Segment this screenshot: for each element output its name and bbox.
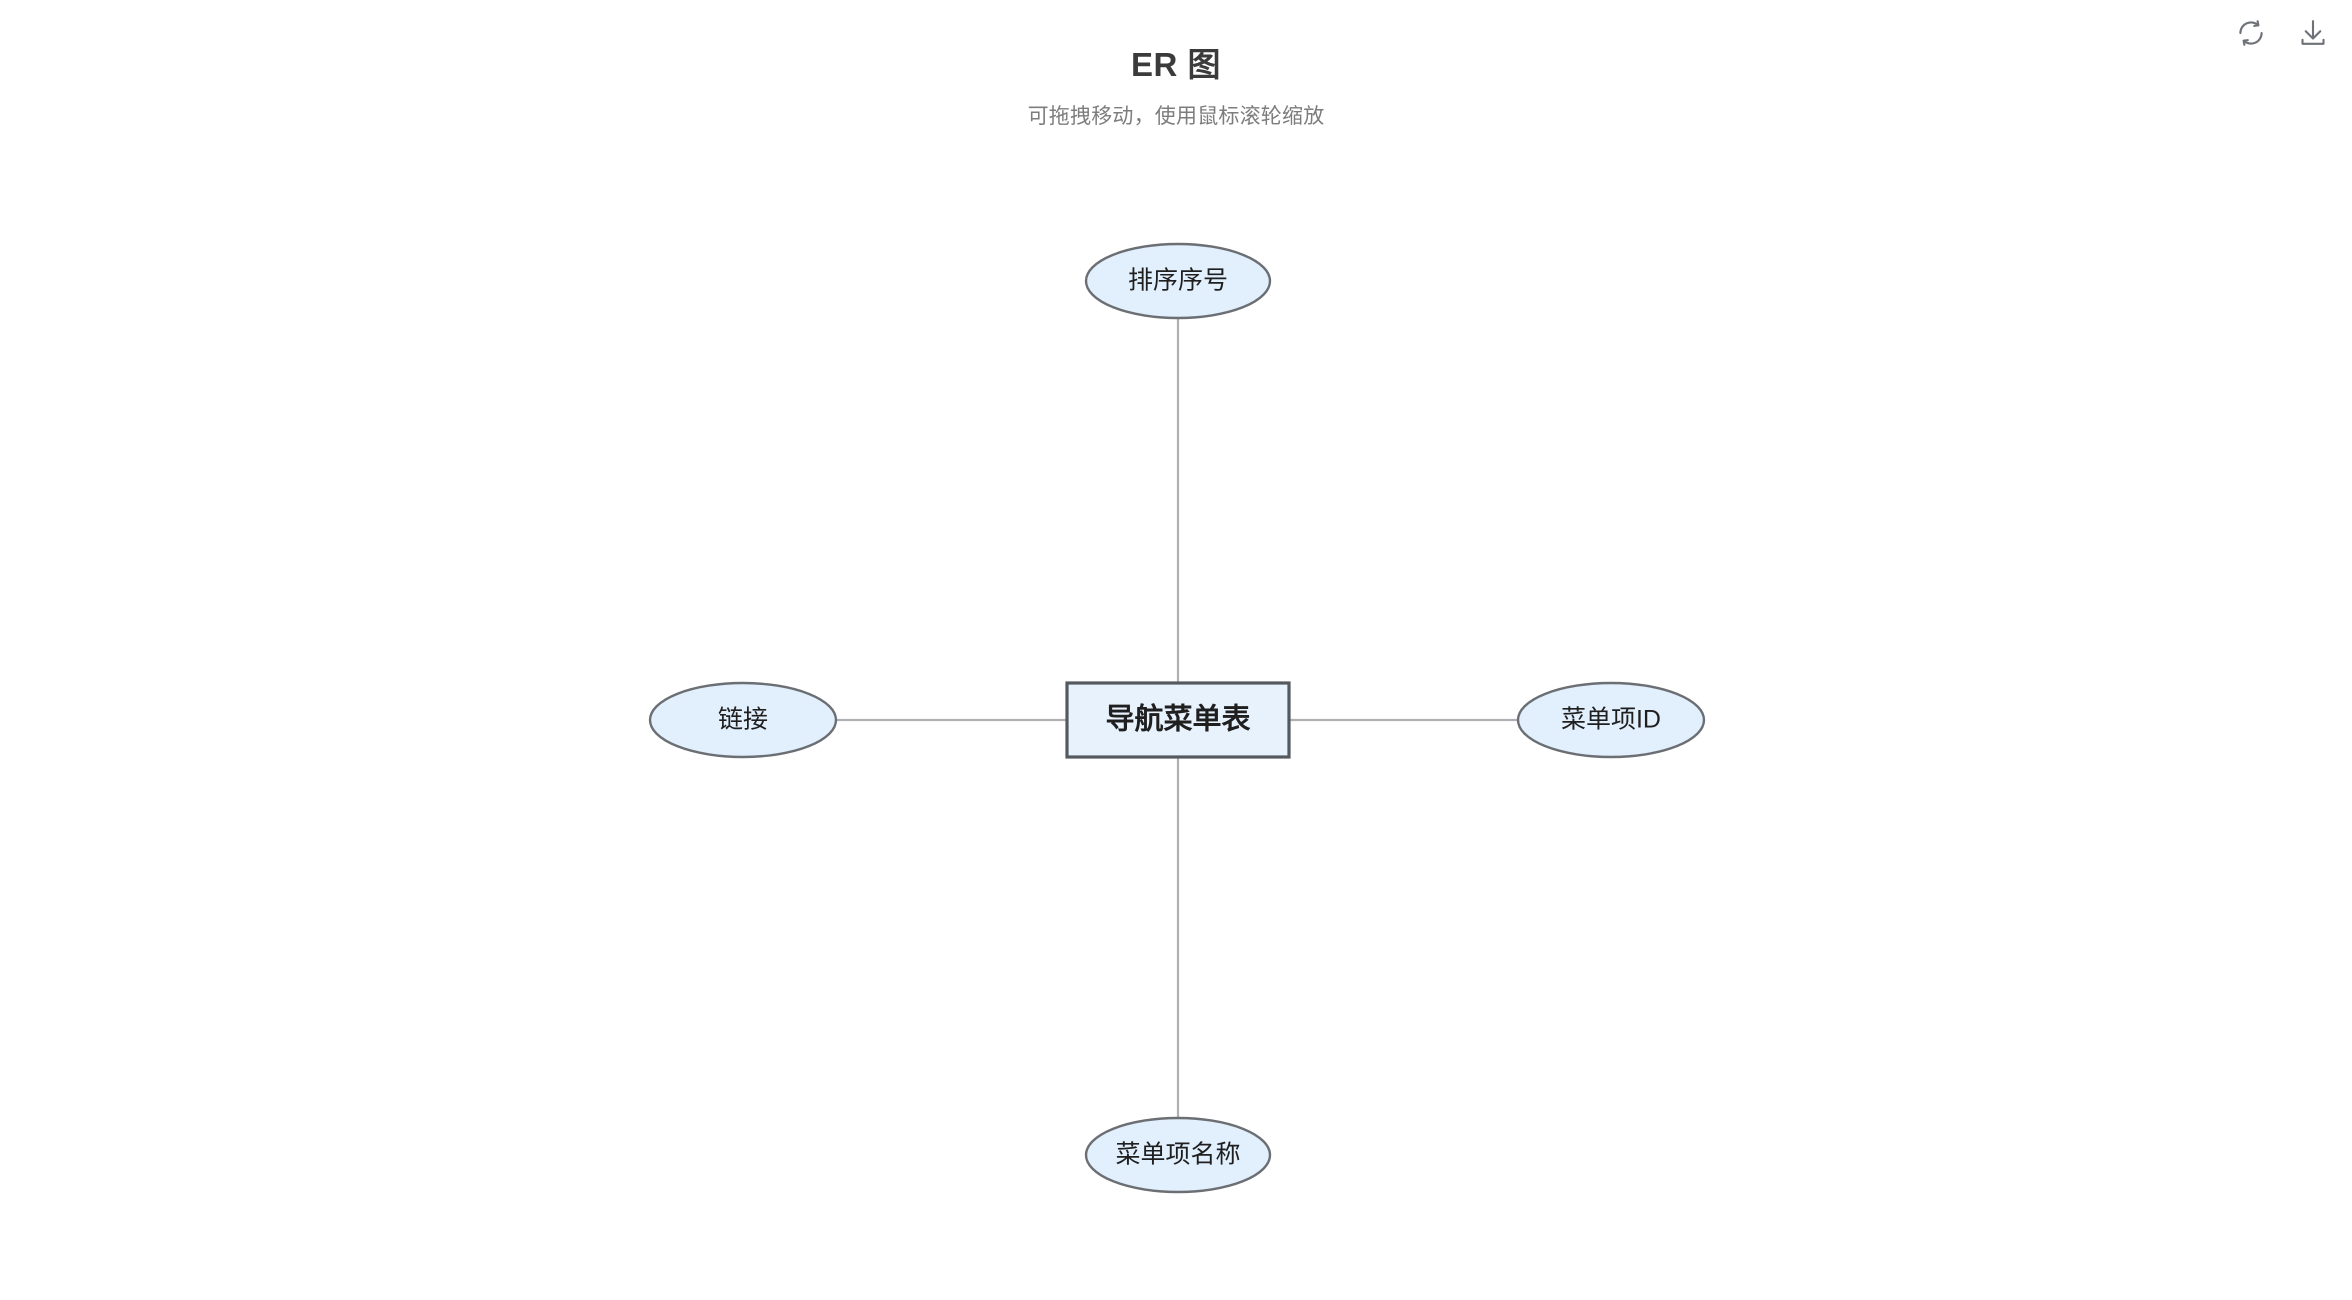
diagram-toolbar <box>2230 12 2334 54</box>
diagram-canvas[interactable]: 排序序号 链接 菜单项ID 菜单项名称 导航菜单表 <box>0 150 2352 1300</box>
entity-rect <box>1065 681 1291 759</box>
attribute-node-menu-item-name[interactable]: 菜单项名称 <box>1084 1116 1272 1194</box>
attribute-node-link[interactable]: 链接 <box>648 681 838 759</box>
attribute-ellipse <box>648 681 838 759</box>
download-icon <box>2298 18 2328 48</box>
reset-view-button[interactable] <box>2230 12 2272 54</box>
refresh-icon <box>2236 18 2266 48</box>
page-header: ER 图 可拖拽移动，使用鼠标滚轮缩放 <box>0 0 2352 150</box>
attribute-ellipse <box>1516 681 1706 759</box>
entity-node-nav-menu-table[interactable]: 导航菜单表 <box>1065 681 1291 759</box>
attribute-label: 菜单项ID <box>1561 706 1661 734</box>
er-edges <box>836 318 1518 1118</box>
entity-label: 导航菜单表 <box>1105 702 1250 736</box>
download-button[interactable] <box>2292 12 2334 54</box>
attribute-node-sort-order[interactable]: 排序序号 <box>1084 242 1272 320</box>
page-subtitle-hint: 可拖拽移动，使用鼠标滚轮缩放 <box>1027 105 1325 128</box>
attribute-ellipse <box>1084 1116 1272 1194</box>
page-title: ER 图 <box>1130 46 1221 83</box>
attribute-node-menu-item-id[interactable]: 菜单项ID <box>1516 681 1706 759</box>
attribute-label: 排序序号 <box>1128 267 1228 295</box>
attribute-ellipse <box>1084 242 1272 320</box>
attribute-label: 菜单项名称 <box>1115 1141 1240 1169</box>
attribute-label: 链接 <box>718 706 768 734</box>
